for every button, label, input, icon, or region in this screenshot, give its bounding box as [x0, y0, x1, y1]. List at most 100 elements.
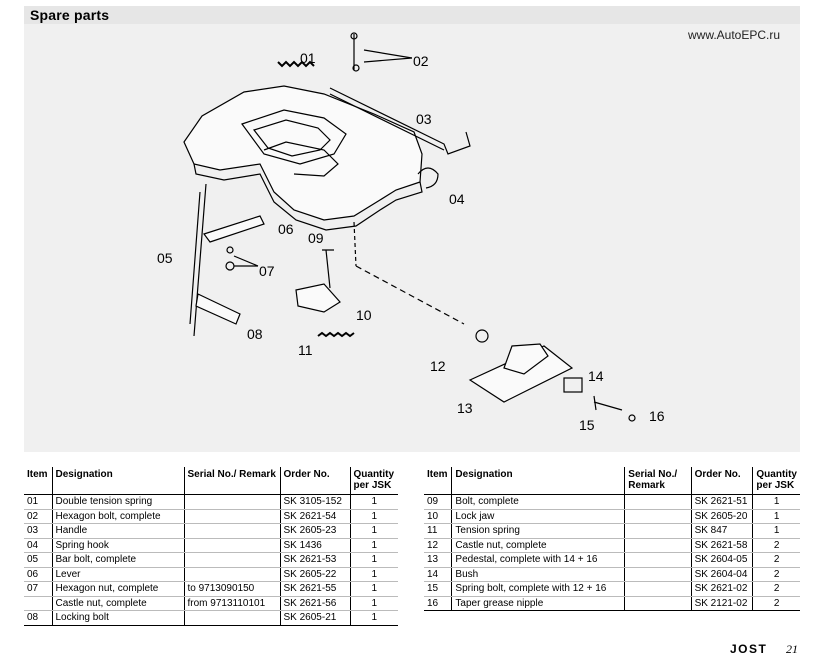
cell-item: 07 [24, 581, 52, 597]
header-designation: Designation [451, 467, 625, 495]
cell-order: SK 2604-05 [690, 552, 753, 568]
cell-order: SK 2621-55 [279, 581, 350, 597]
cell-designation: Taper grease nipple [451, 596, 625, 611]
fifth-wheel-drawing [183, 32, 636, 422]
cell-item: 12 [424, 538, 452, 553]
cell-serial [624, 581, 692, 597]
cell-serial [624, 567, 692, 582]
cell-serial [624, 538, 692, 553]
cell-order: SK 2621-54 [279, 509, 350, 524]
header-serial: Serial No./ Remark [183, 467, 280, 495]
cell-qty: 1 [752, 494, 800, 510]
cell-order: SK 2621-56 [279, 596, 350, 611]
cell-qty: 1 [349, 581, 398, 597]
cell-order: SK 2605-20 [690, 509, 753, 524]
cell-order: SK 2621-51 [690, 494, 753, 510]
bolt-09 [322, 249, 334, 289]
cell-qty: 1 [752, 509, 800, 524]
cell-order: SK 2605-22 [279, 567, 350, 582]
cell-order: SK 2121-02 [690, 596, 753, 611]
callout-04: 04 [449, 191, 465, 207]
callout-07: 07 [259, 263, 275, 279]
callout-15: 15 [579, 417, 595, 433]
cell-item: 14 [424, 567, 452, 582]
header-order: Order No. [279, 467, 350, 495]
bar-bolt-05 [189, 183, 207, 337]
cell-serial [624, 494, 692, 510]
cell-serial [183, 552, 280, 568]
cell-qty: 2 [752, 552, 800, 568]
callout-09: 09 [308, 230, 324, 246]
cell-order: SK 2604-04 [690, 567, 753, 582]
cell-qty: 1 [349, 610, 398, 626]
tension-spring-11 [317, 331, 355, 338]
cell-qty: 2 [752, 581, 800, 597]
callout-06: 06 [278, 221, 294, 237]
callout-12: 12 [430, 358, 446, 374]
callout-14: 14 [588, 368, 604, 384]
callout-01: 01 [300, 50, 316, 66]
cell-order: SK 2605-21 [279, 610, 350, 626]
cell-qty: 1 [349, 523, 398, 539]
cell-qty: 1 [349, 538, 398, 553]
callout-13: 13 [457, 400, 473, 416]
cell-serial [183, 523, 280, 539]
cell-item: 16 [424, 596, 452, 611]
header-designation: Designation [51, 467, 184, 495]
cell-qty: 2 [752, 596, 800, 611]
cell-serial: from 9713110101 [183, 596, 280, 611]
cell-serial [183, 538, 280, 553]
cell-item: 01 [24, 494, 52, 510]
cell-item: 04 [24, 538, 52, 553]
cell-qty: 1 [349, 567, 398, 582]
parts-table-right: Item Designation Serial No./ Remark Orde… [424, 467, 800, 611]
cell-designation: Hexagon nut, complete [51, 581, 184, 597]
cell-item: 05 [24, 552, 52, 568]
cell-item: 09 [424, 494, 452, 510]
callout-08: 08 [247, 326, 263, 342]
double-tension-spring-01 [277, 60, 315, 68]
header-qty: Quantity per JSK [752, 467, 800, 495]
cell-order: SK 1436 [279, 538, 350, 553]
cell-qty: 1 [349, 509, 398, 524]
cell-item: 11 [424, 523, 452, 539]
callout-02: 02 [413, 53, 429, 69]
callout-10: 10 [356, 307, 372, 323]
jost-logo: JOST [730, 642, 768, 656]
cell-order: SK 847 [690, 523, 753, 539]
locking-bolt-08 [195, 293, 241, 325]
cell-serial [183, 494, 280, 510]
cell-item: 08 [24, 610, 52, 626]
cell-order: SK 2621-53 [279, 552, 350, 568]
parts-table-left: Item Designation Serial No./ Remark Orde… [24, 467, 398, 626]
cell-serial: to 9713090150 [183, 581, 280, 597]
cell-qty: 2 [752, 567, 800, 582]
cell-item: 06 [24, 567, 52, 582]
cell-item: 02 [24, 509, 52, 524]
table-header-row: Item Designation Serial No./ Remark Orde… [24, 467, 398, 495]
header-item: Item [424, 467, 452, 495]
cell-designation: Tension spring [451, 523, 625, 539]
spring-hook-04 [417, 167, 439, 189]
lever-06 [203, 215, 265, 243]
callout-11: 11 [298, 342, 313, 358]
cell-item: 03 [24, 523, 52, 539]
cell-order: SK 2605-23 [279, 523, 350, 539]
cell-order: SK 2621-58 [690, 538, 753, 553]
cell-designation: Locking bolt [51, 610, 184, 626]
table-header-row: Item Designation Serial No./ Remark Orde… [424, 467, 800, 495]
